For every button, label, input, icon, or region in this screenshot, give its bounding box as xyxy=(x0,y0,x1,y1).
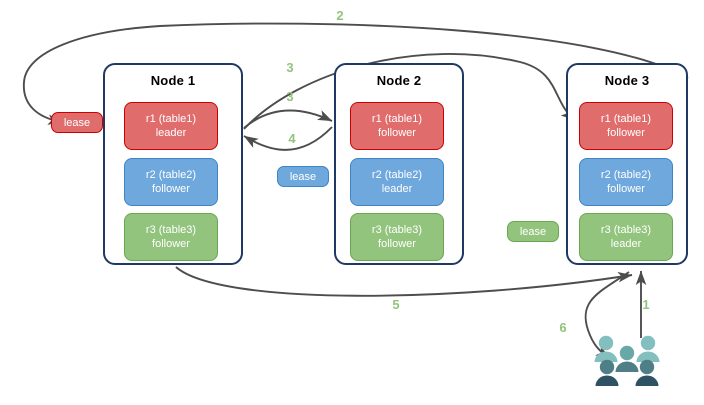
step-label-3-upper: 3 xyxy=(286,60,294,75)
replica-r2[interactable]: r2 (table2) leader xyxy=(350,158,444,206)
replica-r1[interactable]: r1 (table1) follower xyxy=(350,102,444,150)
replica-role: follower xyxy=(607,127,645,139)
node-title: Node 1 xyxy=(150,73,196,88)
replica-role: leader xyxy=(610,238,642,250)
replica-role: follower xyxy=(152,238,190,250)
replica-name: r3 (table3) xyxy=(600,224,652,236)
node-title: Node 3 xyxy=(604,73,650,88)
replica-name: r3 (table3) xyxy=(145,224,197,236)
node-card-2[interactable]: Node 2 r1 (table1) follower r2 (table2) … xyxy=(334,63,464,265)
replica-role: follower xyxy=(378,127,416,139)
replica-r1[interactable]: r1 (table1) follower xyxy=(579,102,673,150)
replica-r3[interactable]: r3 (table3) follower xyxy=(124,213,218,261)
replica-name: r1 (table1) xyxy=(145,113,197,125)
replica-r2[interactable]: r2 (table2) follower xyxy=(579,158,673,206)
node-card-3[interactable]: Node 3 r1 (table1) follower r2 (table2) … xyxy=(566,63,688,265)
step-label-5: 5 xyxy=(392,297,400,312)
node-card-1[interactable]: Node 1 r1 (table1) leader r2 (table2) fo… xyxy=(103,63,243,265)
arrow-step-5 xyxy=(175,266,633,297)
step-label-6: 6 xyxy=(559,320,567,335)
replica-role: leader xyxy=(381,183,413,195)
replica-r3[interactable]: r3 (table3) follower xyxy=(350,213,444,261)
replica-role: follower xyxy=(152,183,190,195)
replica-name: r2 (table2) xyxy=(600,169,652,181)
lease-badge-blue[interactable]: lease xyxy=(277,166,329,187)
replica-name: r2 (table2) xyxy=(145,169,197,181)
users-icon xyxy=(594,335,660,386)
lease-badge-red[interactable]: lease xyxy=(51,112,103,133)
replica-r3[interactable]: r3 (table3) leader xyxy=(579,213,673,261)
replica-name: r2 (table2) xyxy=(371,169,423,181)
step-label-1: 1 xyxy=(642,297,650,312)
replica-name: r1 (table1) xyxy=(371,113,423,125)
replica-role: follower xyxy=(378,238,416,250)
step-label-2: 2 xyxy=(336,8,344,23)
arrow-step-3-lower xyxy=(243,109,333,129)
replica-role: leader xyxy=(155,127,187,139)
replica-role: follower xyxy=(607,183,645,195)
replica-name: r1 (table1) xyxy=(600,113,652,125)
replica-name: r3 (table3) xyxy=(371,224,423,236)
step-label-4: 4 xyxy=(288,131,296,146)
replica-r2[interactable]: r2 (table2) follower xyxy=(124,158,218,206)
node-title: Node 2 xyxy=(376,73,422,88)
replica-r1[interactable]: r1 (table1) leader xyxy=(124,102,218,150)
step-label-3-lower: 3 xyxy=(286,89,294,104)
lease-badge-green[interactable]: lease xyxy=(507,221,559,242)
